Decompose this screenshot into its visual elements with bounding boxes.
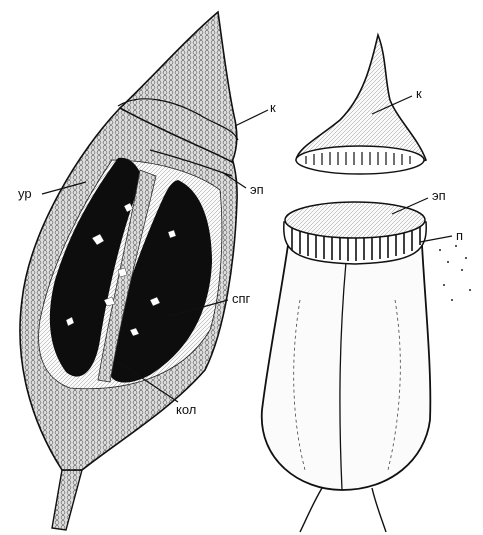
seta-exterior [300,488,386,532]
epiphragm-disc [285,202,425,238]
label-peristome: п [456,228,463,243]
capsule-exterior-drawing [262,35,471,532]
label-epiphragm-right: эп [432,188,446,203]
label-columella: кол [176,402,196,417]
label-sporogenous: спг [232,291,251,306]
seta [52,470,82,530]
cap-rim [296,146,424,174]
label-cap-right: к [416,86,422,101]
label-epiphragm-left: эп [250,182,264,197]
capsule-section-drawing [20,12,238,530]
label-urn: ур [18,186,32,201]
urn-exterior [262,245,431,490]
label-cap-left: к [270,100,276,115]
